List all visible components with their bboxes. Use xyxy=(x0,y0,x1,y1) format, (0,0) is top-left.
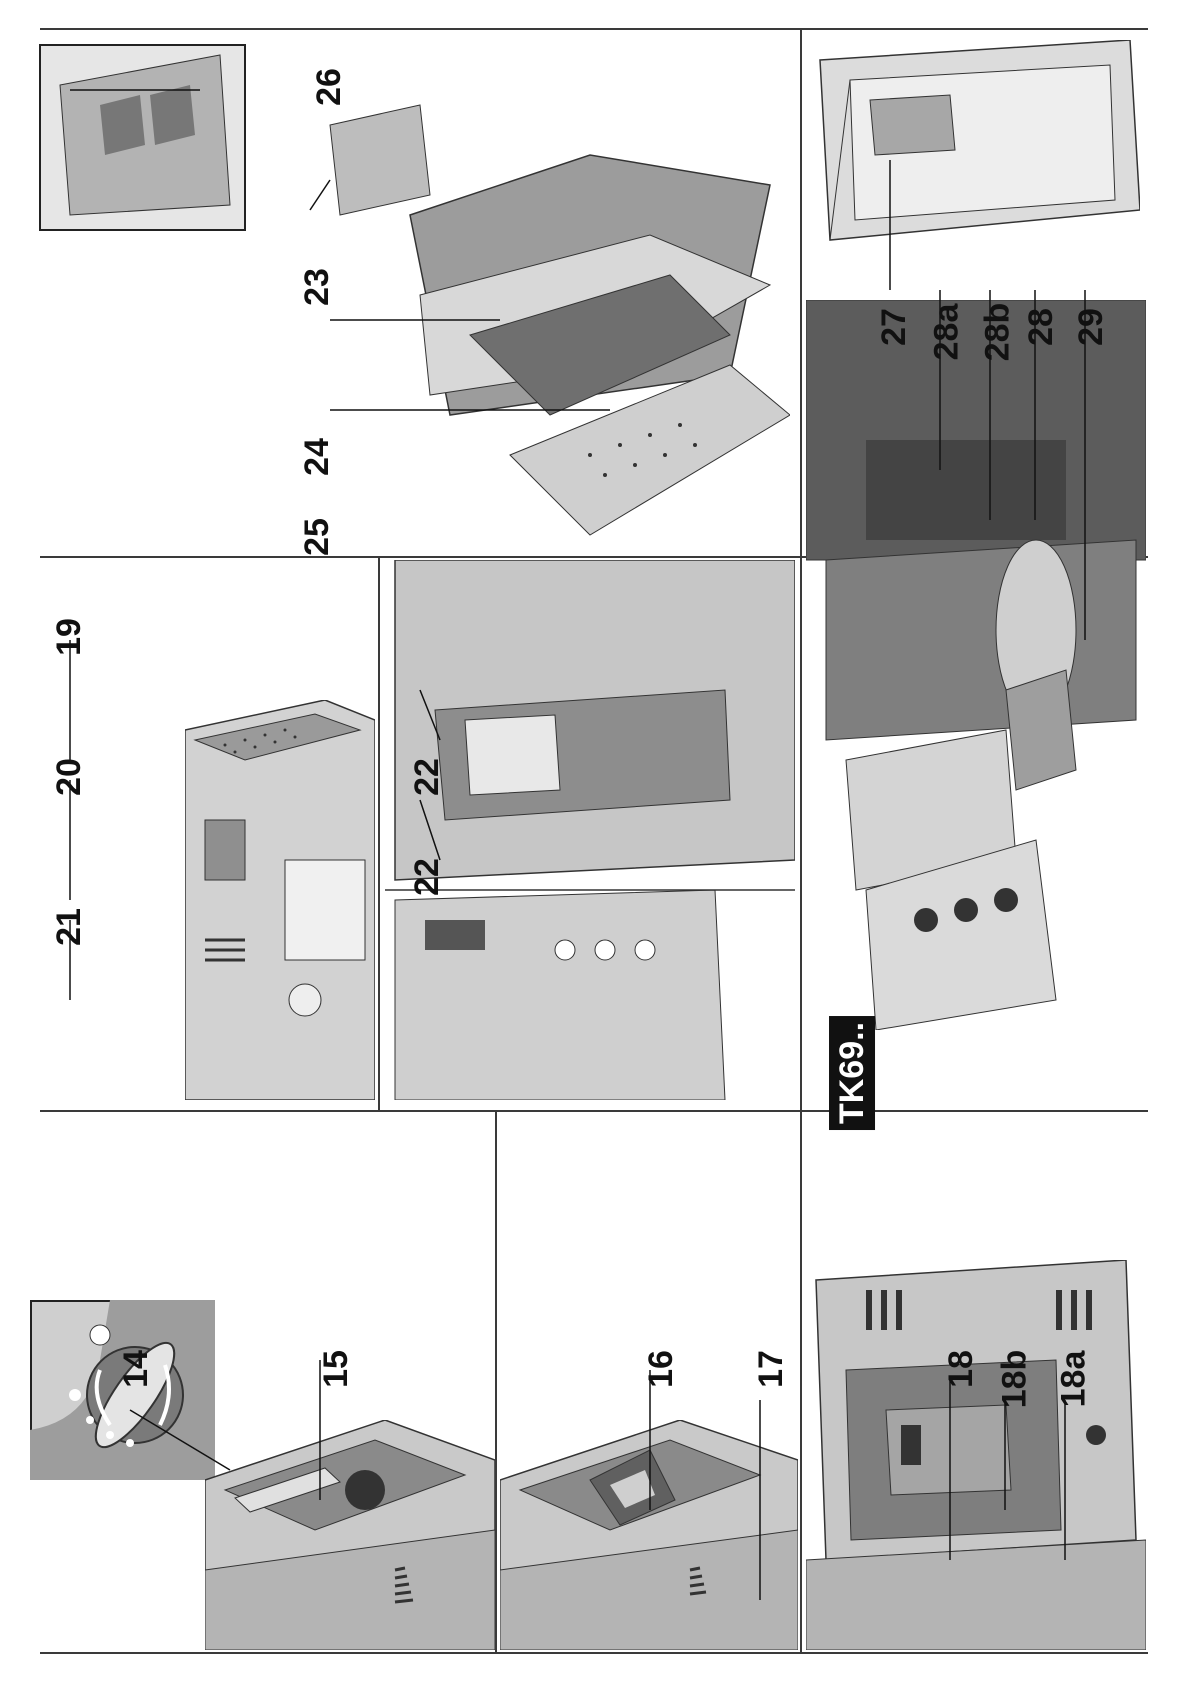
callout-23: 23 xyxy=(297,268,336,306)
figure-knob-inset xyxy=(30,1300,215,1480)
figure-water-tank xyxy=(810,40,1140,250)
callout-20: 20 xyxy=(49,758,88,796)
figure-drip-tray-parts xyxy=(30,35,790,550)
callout-18: 18 xyxy=(941,1350,980,1388)
callout-24: 24 xyxy=(297,438,336,476)
callout-16: 16 xyxy=(641,1350,680,1388)
callout-19: 19 xyxy=(49,618,88,656)
callout-18a: 18a xyxy=(1054,1350,1093,1408)
figure-brew-unit xyxy=(500,1420,798,1650)
callout-17: 17 xyxy=(751,1350,790,1388)
callout-22-upper: 22 xyxy=(407,758,446,796)
row-divider-left-1 xyxy=(495,1112,497,1652)
callout-26: 26 xyxy=(309,68,348,106)
callout-25: 25 xyxy=(297,518,336,556)
row-divider-right xyxy=(800,30,802,1110)
callout-27: 27 xyxy=(874,308,913,346)
callout-29: 29 xyxy=(1071,308,1110,346)
figure-compartment-open xyxy=(205,1420,495,1650)
model-badge: TK69.. xyxy=(829,1015,876,1131)
figure-machine-top xyxy=(185,700,375,1100)
column-divider-2 xyxy=(40,556,1148,558)
callout-14: 14 xyxy=(116,1350,155,1388)
bottom-rule xyxy=(40,1652,1148,1654)
figure-milk-container xyxy=(806,300,1146,1030)
callout-28a: 28a xyxy=(927,303,966,361)
callout-28: 28 xyxy=(1021,308,1060,346)
callout-15: 15 xyxy=(316,1350,355,1388)
callout-22-lower: 22 xyxy=(407,858,446,896)
column-divider-1 xyxy=(40,1110,1148,1112)
top-rule xyxy=(40,28,1148,30)
callout-21: 21 xyxy=(49,908,88,946)
row-divider-mid xyxy=(378,558,380,1110)
figure-drawer xyxy=(385,560,795,1100)
callout-18b: 18b xyxy=(995,1349,1034,1409)
callout-28b: 28b xyxy=(978,302,1017,362)
row-divider-left-2 xyxy=(800,1112,802,1652)
figure-side-panel xyxy=(806,1260,1146,1650)
